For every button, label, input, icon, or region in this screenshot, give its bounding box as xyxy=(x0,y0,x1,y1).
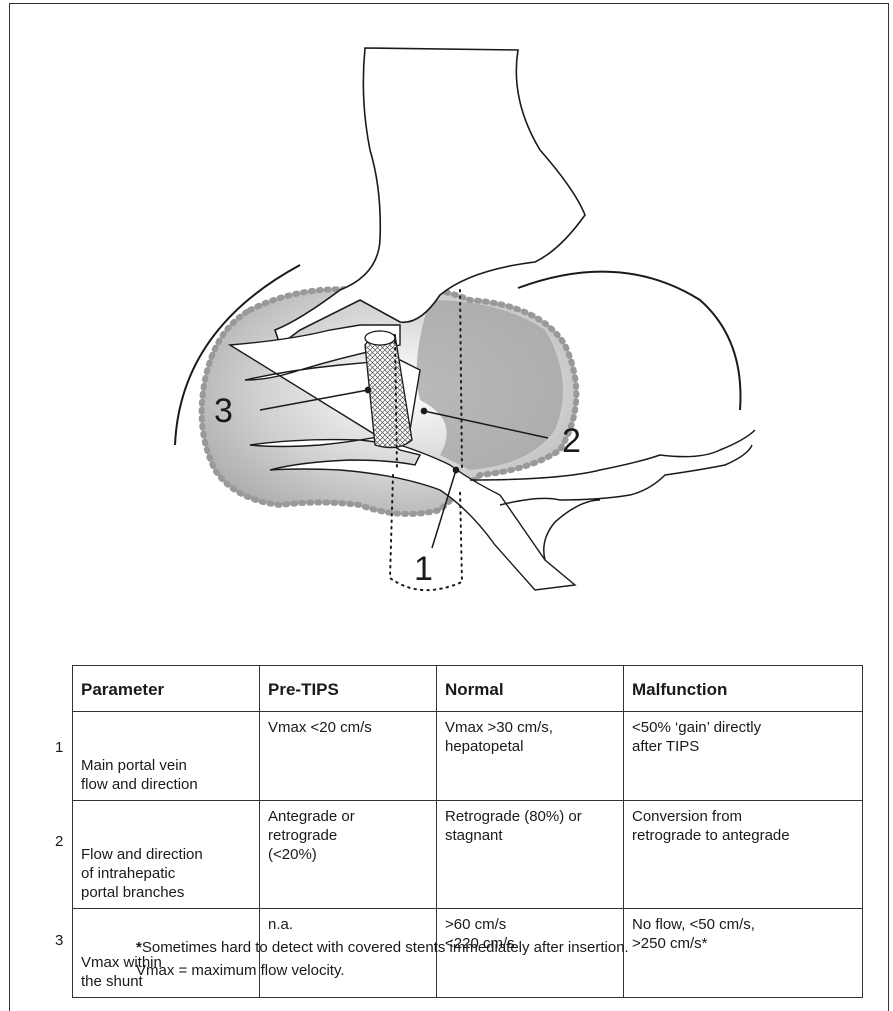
tips-anatomy-diagram: 3 2 1 xyxy=(0,0,893,640)
col-header-parameter: Parameter xyxy=(73,666,260,712)
row-number: 1 xyxy=(55,738,63,757)
row-label: 1 Main portal vein flow and direction xyxy=(73,712,260,801)
cell-malfunction: Conversion from retrograde to antegrade xyxy=(624,801,863,909)
table-header-row: Parameter Pre-TIPS Normal Malfunction xyxy=(73,666,863,712)
footnotes: *Sometimes hard to detect with covered s… xyxy=(136,936,629,982)
table-row: 2 Flow and direction of intrahepatic por… xyxy=(73,801,863,909)
table-row: 1 Main portal vein flow and direction Vm… xyxy=(73,712,863,801)
callout-2: 2 xyxy=(562,422,581,460)
cell-normal: Vmax >30 cm/s, hepatopetal xyxy=(437,712,624,801)
cell-pre-tips: Antegrade or retrograde (<20%) xyxy=(260,801,437,909)
callout-1: 1 xyxy=(414,550,433,588)
footnote-2: Vmax = maximum flow velocity. xyxy=(136,959,629,982)
cell-pre-tips: Vmax <20 cm/s xyxy=(260,712,437,801)
cell-malfunction: <50% ‘gain’ directly after TIPS xyxy=(624,712,863,801)
col-header-pre-tips: Pre-TIPS xyxy=(260,666,437,712)
row-label: 2 Flow and direction of intrahepatic por… xyxy=(73,801,260,909)
row-number: 3 xyxy=(55,931,63,950)
footnote-1-text: Sometimes hard to detect with covered st… xyxy=(142,939,629,956)
cell-normal: Retrograde (80%) or stagnant xyxy=(437,801,624,909)
row-number: 2 xyxy=(55,832,63,851)
col-header-normal: Normal xyxy=(437,666,624,712)
col-header-malfunction: Malfunction xyxy=(624,666,863,712)
callout-3: 3 xyxy=(214,392,233,430)
footnote-1: *Sometimes hard to detect with covered s… xyxy=(136,936,629,959)
cell-malfunction: No flow, <50 cm/s, >250 cm/s* xyxy=(624,909,863,998)
